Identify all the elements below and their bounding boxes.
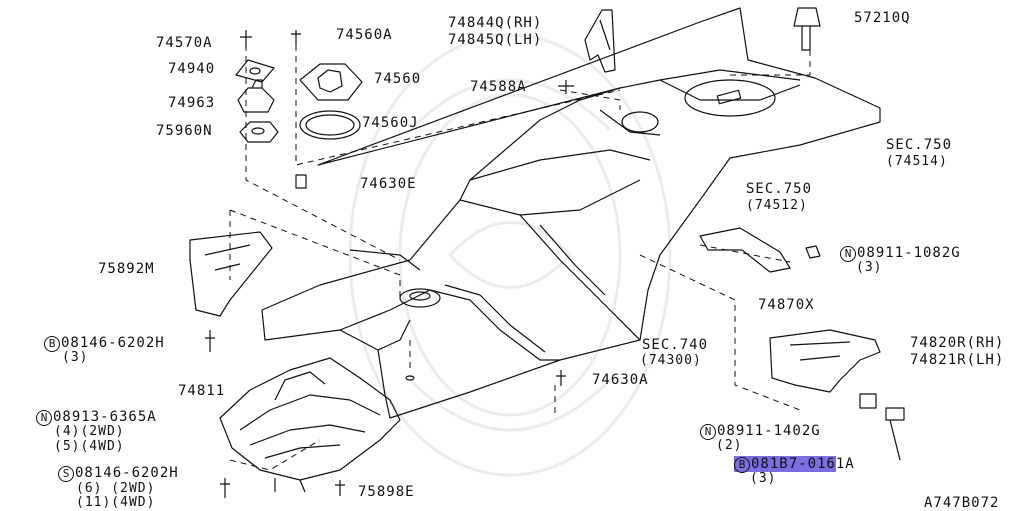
part-label-74560A: 74560A bbox=[336, 27, 393, 43]
part-label-74821R: 74821R(LH) bbox=[910, 352, 1005, 368]
qty-08146-6202H-b-4wd: (11)(4WD) bbox=[76, 495, 156, 510]
qty-08911-1402G: (2) bbox=[716, 438, 743, 453]
section-label-sec750-a-sub: (74514) bbox=[886, 154, 948, 169]
part-label-74630E: 74630E bbox=[360, 176, 417, 192]
part-label-75898E: 75898E bbox=[358, 484, 415, 500]
part-label-74570A: 74570A bbox=[156, 35, 213, 51]
qty-08913-6365A-4wd: (5)(4WD) bbox=[54, 439, 125, 454]
part-label-74870X: 74870X bbox=[758, 297, 815, 313]
n-symbol: N bbox=[840, 246, 856, 262]
qty-08146-6202H-a: (3) bbox=[62, 350, 89, 365]
b-symbol: B bbox=[734, 457, 750, 473]
part-label-75960N: 75960N bbox=[156, 123, 213, 139]
diagram-code: A747B072 bbox=[924, 495, 1000, 511]
part-label-74845Q: 74845Q(LH) bbox=[448, 32, 543, 48]
part-label-74963: 74963 bbox=[168, 95, 216, 111]
floor-panel-outline bbox=[261, 7, 881, 419]
qty-08913-6365A-2wd: (4)(2WD) bbox=[54, 424, 125, 439]
part-label-74940: 74940 bbox=[168, 61, 216, 77]
part-label-74820R: 74820R(RH) bbox=[910, 335, 1005, 351]
part-label-75892M: 75892M bbox=[98, 261, 155, 277]
section-label-sec740-sub: (74300) bbox=[640, 353, 702, 368]
part-label-57210Q: 57210Q bbox=[854, 10, 911, 26]
n-symbol: N bbox=[36, 410, 52, 426]
part-label-74630A: 74630A bbox=[592, 372, 649, 388]
part-label-74560: 74560 bbox=[374, 71, 422, 87]
section-label-sec740: SEC.740 bbox=[642, 337, 709, 353]
section-label-sec750-b-sub: (74512) bbox=[746, 198, 808, 213]
qty-08911-1082G: (3) bbox=[856, 260, 883, 275]
watermark-emblem bbox=[348, 33, 672, 477]
section-label-sec750-a: SEC.750 bbox=[886, 137, 953, 153]
part-label-74844Q: 74844Q(RH) bbox=[448, 15, 543, 31]
section-label-sec750-b: SEC.750 bbox=[746, 181, 813, 197]
part-label-74560J: 74560J bbox=[362, 115, 419, 131]
qty-081B7-0161A: (3) bbox=[750, 471, 777, 486]
part-label-74811: 74811 bbox=[178, 383, 226, 399]
b-symbol: B bbox=[44, 336, 60, 352]
qty-08146-6202H-b-2wd: (6) (2WD) bbox=[76, 481, 156, 496]
s-symbol: S bbox=[58, 466, 74, 482]
n-symbol: N bbox=[700, 424, 716, 440]
part-label-74588A: 74588A bbox=[470, 79, 527, 95]
